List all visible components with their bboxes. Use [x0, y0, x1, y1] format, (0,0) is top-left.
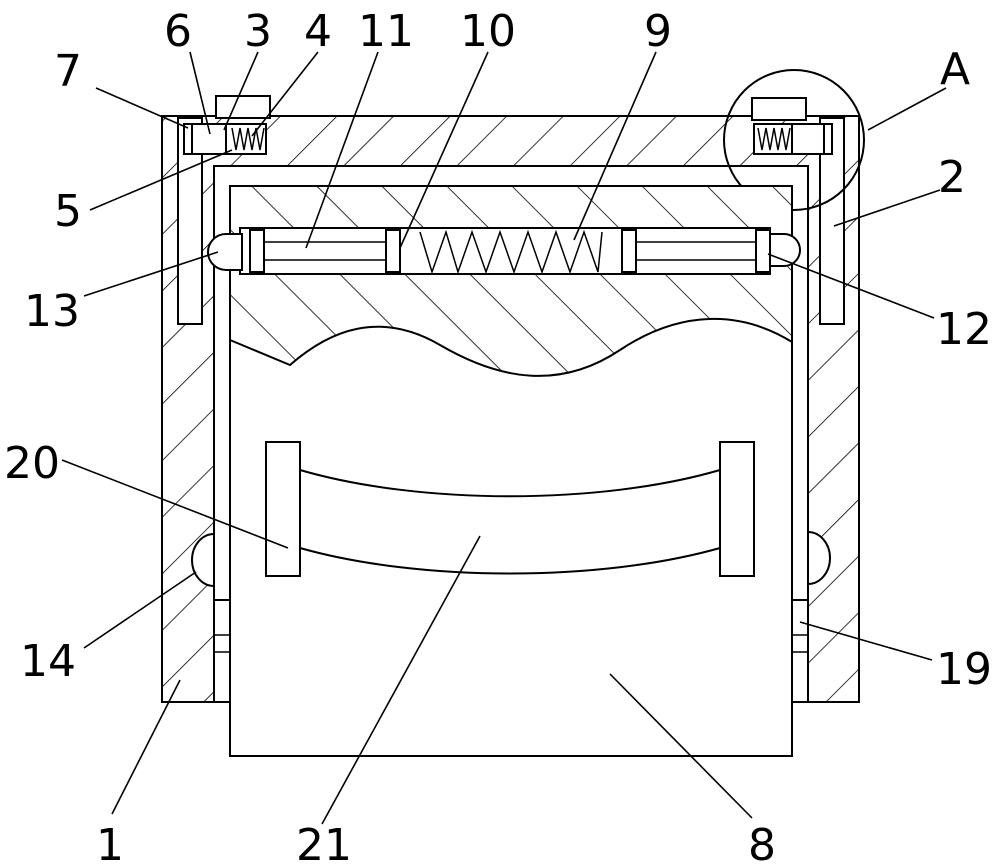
label-7: 7 [54, 46, 82, 97]
label-2: 2 [938, 152, 966, 203]
label-21: 21 [296, 820, 352, 867]
label-a: A [940, 44, 970, 95]
label-5: 5 [54, 186, 82, 237]
label-1: 1 [96, 820, 124, 867]
label-4: 4 [304, 6, 332, 57]
spring-channel [208, 228, 800, 274]
label-19: 19 [936, 644, 992, 695]
label-13: 13 [24, 286, 80, 337]
right-latch [752, 98, 832, 154]
label-9: 9 [644, 6, 672, 57]
label-6: 6 [164, 6, 192, 57]
label-12: 12 [936, 304, 992, 355]
label-11: 11 [358, 6, 414, 57]
label-10: 10 [460, 6, 516, 57]
label-14: 14 [20, 636, 76, 687]
label-20: 20 [4, 438, 60, 489]
label-3: 3 [244, 6, 272, 57]
label-8: 8 [748, 820, 776, 867]
